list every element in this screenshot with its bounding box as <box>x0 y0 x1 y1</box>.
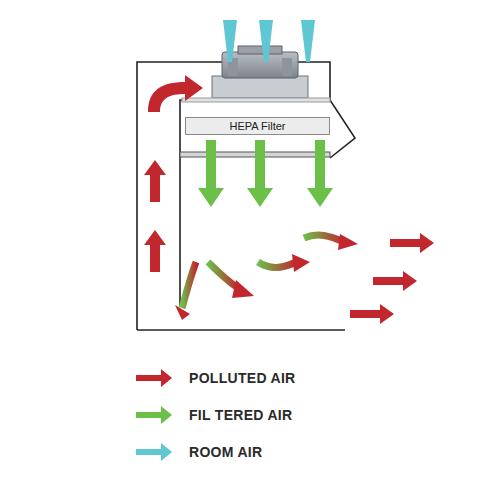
filtered-air-arrows <box>198 140 333 207</box>
legend-label: ROOM AIR <box>189 444 262 460</box>
legend-label: FIL TERED AIR <box>189 407 292 423</box>
legend-arrow <box>135 367 173 389</box>
legend-arrow <box>135 404 173 426</box>
legend-entry: POLLUTED AIR <box>135 367 296 389</box>
cabinet-outline <box>137 62 355 330</box>
filter-box: HEPA Filter <box>185 117 330 135</box>
filter-label: HEPA Filter <box>229 120 285 132</box>
legend-label: POLLUTED AIR <box>189 370 296 386</box>
legend-swatch <box>136 406 172 424</box>
legend-swatch <box>136 443 172 461</box>
mixed-air-arrows <box>175 234 358 320</box>
polluted-air-arrows <box>144 75 434 324</box>
room-air-arrows <box>223 20 315 62</box>
legend-arrow <box>135 441 173 463</box>
legend-entry: FIL TERED AIR <box>135 404 292 426</box>
legend-swatch <box>136 369 172 387</box>
legend-entry: ROOM AIR <box>135 441 262 463</box>
